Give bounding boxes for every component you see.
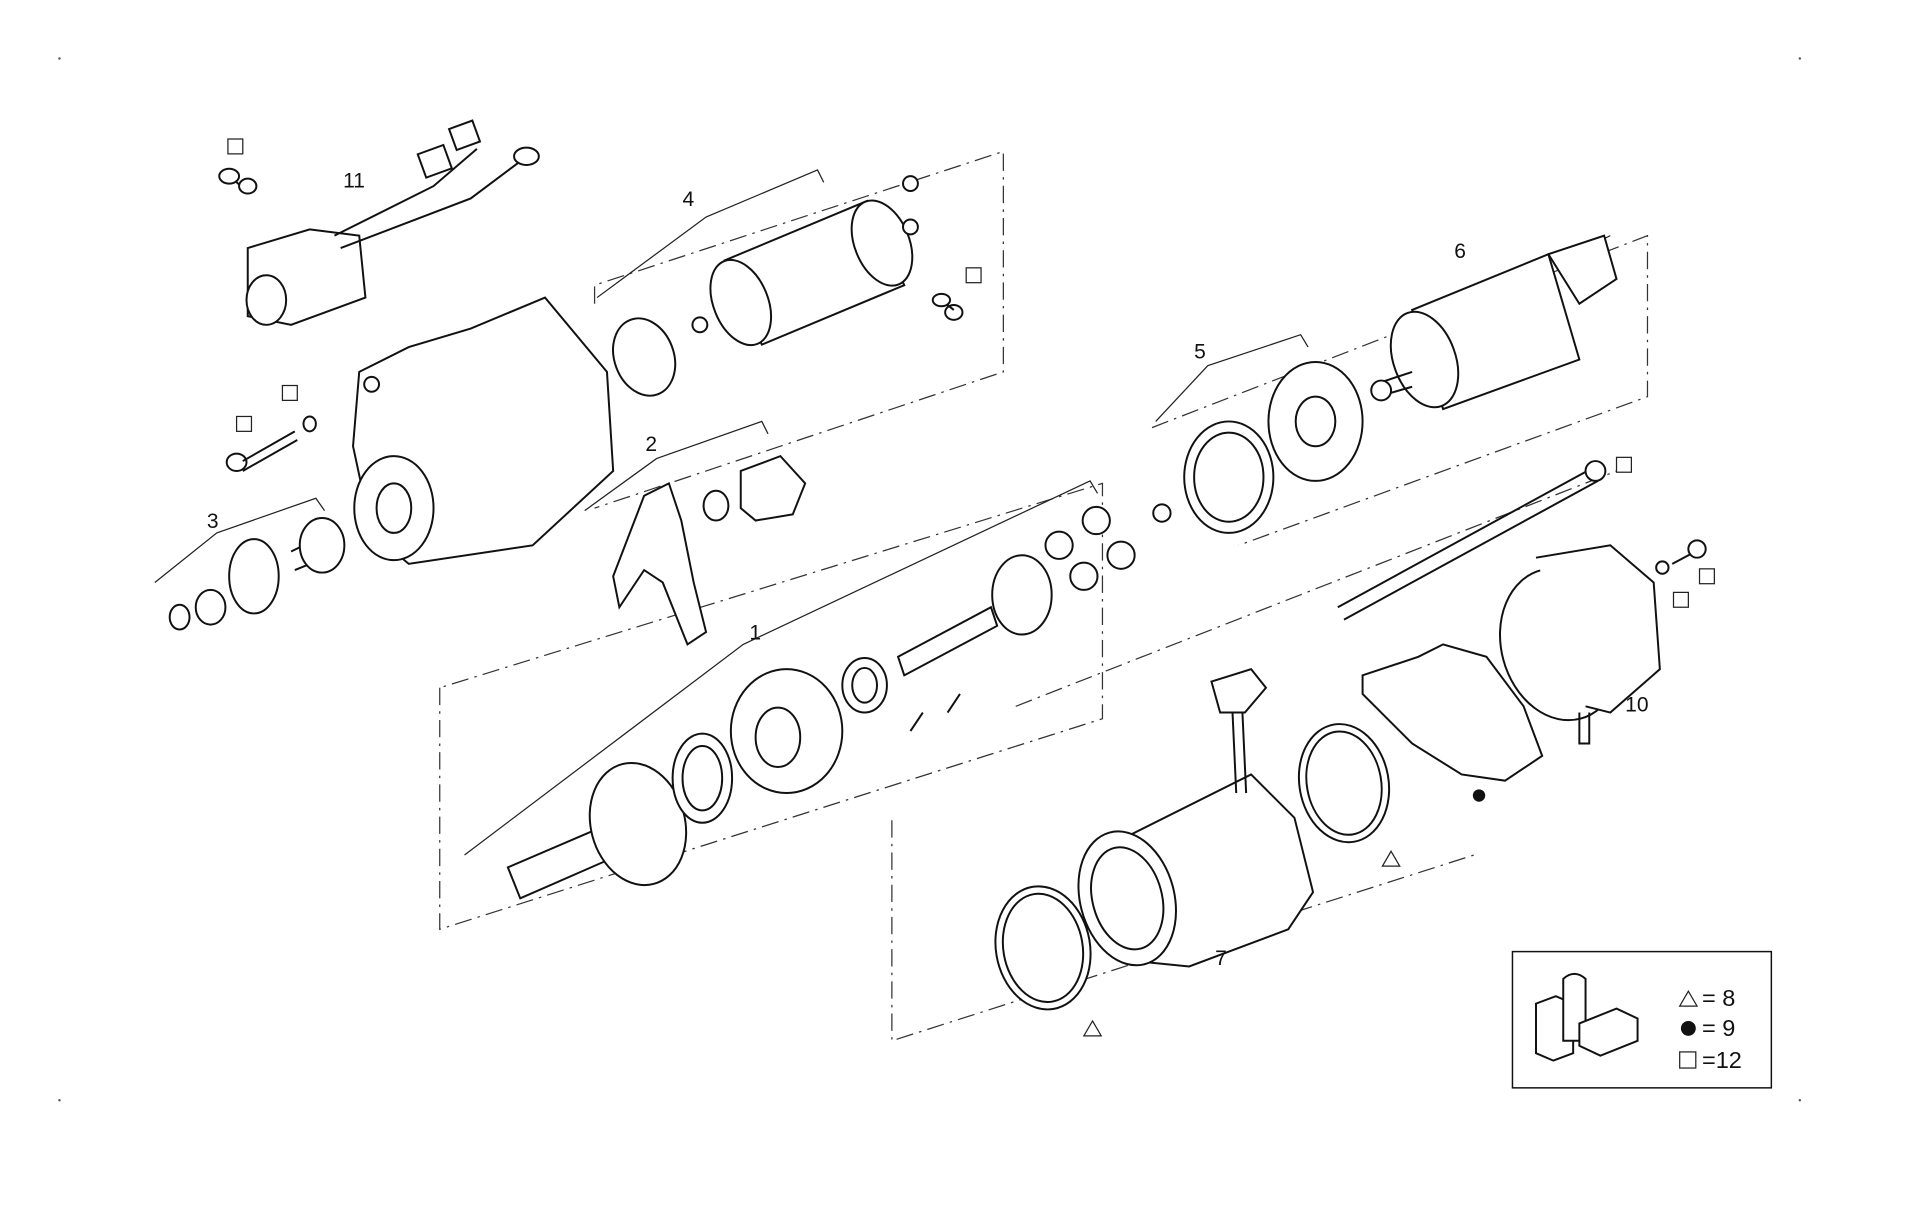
tie-rod xyxy=(1337,460,1607,621)
legend-label-9: = 9 xyxy=(1702,1015,1735,1041)
callout-1: 1 xyxy=(749,621,761,644)
callout-7: 7 xyxy=(1215,947,1227,970)
square-symbol xyxy=(1698,568,1715,585)
legend-box: = 8 = 9 =12 xyxy=(1511,950,1773,1089)
dot-symbol xyxy=(1680,1020,1696,1036)
callout-3: 3 xyxy=(207,510,219,533)
part-10-end-cover xyxy=(1499,544,1661,745)
callout-6: 6 xyxy=(1454,240,1466,263)
leader-lines xyxy=(154,169,1611,856)
part-3-pinion xyxy=(168,517,346,631)
screw xyxy=(1655,539,1707,575)
part-4-solenoid xyxy=(612,175,919,397)
part-11-harness xyxy=(245,119,540,326)
part-5-rings xyxy=(1183,360,1364,534)
triangle-symbol xyxy=(1678,990,1699,1007)
kit-boxes-icon xyxy=(1535,972,1639,1062)
legend-label-12: =12 xyxy=(1702,1047,1742,1073)
callout-11: 11 xyxy=(343,169,365,192)
square-symbol xyxy=(1679,1051,1697,1069)
brush-holder xyxy=(1361,643,1544,782)
triangle-symbol xyxy=(1381,850,1401,867)
callout-10: 10 xyxy=(1625,693,1648,716)
square-symbol xyxy=(965,267,982,284)
triangle-symbol xyxy=(1082,1019,1103,1037)
part-2-lever xyxy=(612,454,807,646)
callout-2: 2 xyxy=(645,433,657,456)
bolt xyxy=(225,415,317,472)
drive-housing xyxy=(352,296,615,565)
square-symbol xyxy=(1672,591,1689,608)
square-symbol xyxy=(1615,456,1632,473)
planet-gears xyxy=(1044,505,1136,591)
legend-label-8: = 8 xyxy=(1702,985,1735,1011)
part-1-drive-assembly xyxy=(506,503,1172,900)
screw xyxy=(931,292,964,321)
callout-5: 5 xyxy=(1194,340,1206,363)
corner-marks xyxy=(58,57,1802,1102)
square-symbol xyxy=(235,415,253,432)
symbols xyxy=(227,138,1715,1037)
callout-labels: 1 2 3 4 5 6 7 10 11 xyxy=(207,169,1649,970)
square-symbol xyxy=(227,138,244,155)
part-6-armature xyxy=(1370,234,1618,411)
part-7-frame xyxy=(994,668,1391,1011)
screw xyxy=(218,167,258,195)
callout-4: 4 xyxy=(683,188,695,211)
square-symbol xyxy=(281,384,298,401)
dot-symbol xyxy=(1472,789,1486,802)
